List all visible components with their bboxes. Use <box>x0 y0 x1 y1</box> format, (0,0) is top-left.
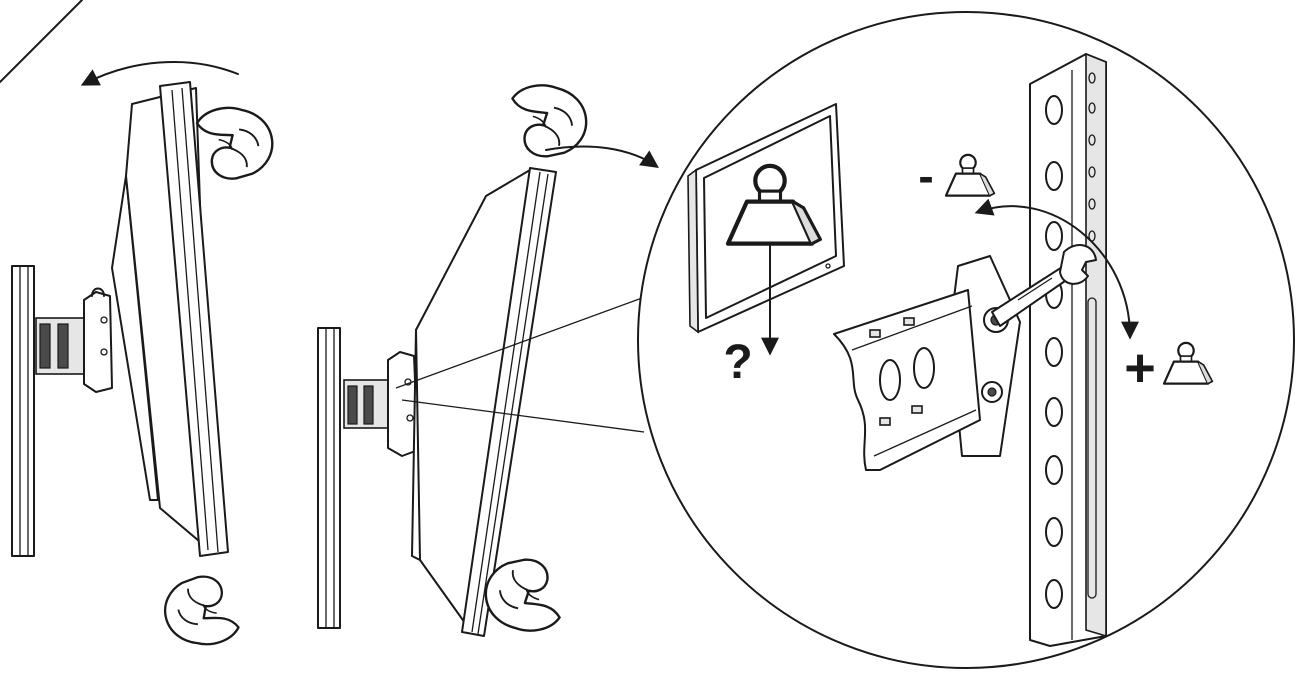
detail-leader-line <box>395 289 665 389</box>
detail-leader-line <box>401 399 645 433</box>
question-mark-label: ? <box>723 336 752 389</box>
tv-panel-left <box>111 81 229 557</box>
wall-rail-middle <box>317 327 341 629</box>
curved-arrow-icon <box>545 145 659 169</box>
wall-rail-detail <box>1029 52 1107 647</box>
wall-rail-left <box>11 265 35 557</box>
minus-sign-label: - <box>918 150 933 202</box>
detail-magnifier: ? <box>637 11 1295 669</box>
tilt-bracket-middle <box>343 351 419 457</box>
tilt-bracket-left <box>35 287 113 393</box>
adjustment-arrow <box>974 198 1139 340</box>
tv-panel-middle <box>411 167 557 637</box>
curved-arrow-icon <box>80 61 239 86</box>
plus-sign-label: + <box>1124 338 1156 398</box>
figure-tilt-back <box>317 81 665 637</box>
hand-icon <box>157 569 242 654</box>
figure-tilt-forward <box>11 61 278 654</box>
corner-divider <box>0 0 83 83</box>
hand-icon <box>194 100 278 184</box>
monitor-illustration <box>687 103 845 356</box>
